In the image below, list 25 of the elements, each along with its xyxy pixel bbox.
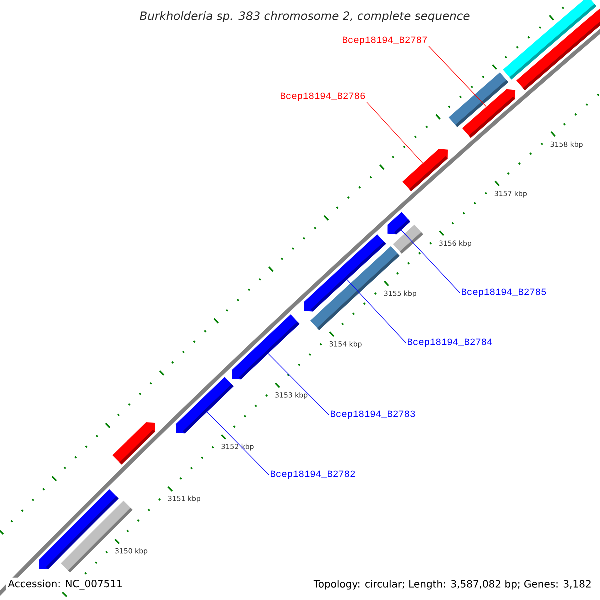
accession-label: Accession: NC_007511 (6, 578, 125, 592)
gene-block (112, 422, 156, 465)
gene-block (232, 314, 300, 380)
gene-label: Bcep18194_B2787 (343, 36, 427, 46)
gene-block (61, 500, 133, 573)
gene-block (462, 89, 516, 138)
gene-block (516, 6, 600, 91)
leader-line (347, 280, 406, 344)
gene-block (402, 149, 448, 192)
gene-block (388, 212, 411, 235)
gene-label: Bcep18194_B2786 (281, 92, 366, 102)
genome-info: Topology: circular; Length: 3,587,082 bp; Genes: 3,182 (312, 578, 594, 592)
gene-label: Bcep18194_B2785 (462, 288, 546, 298)
leader-line (401, 230, 460, 294)
leader-line (366, 102, 424, 164)
leader-line (207, 412, 270, 476)
gene-block (393, 224, 424, 254)
gene-block (176, 377, 234, 434)
leader-line (428, 46, 487, 108)
leader-line (268, 354, 330, 416)
title: Burkholderia sp. 383 chromosome 2, complete sequence (140, 11, 470, 23)
gene-label: Bcep18194_B2783 (331, 410, 416, 420)
gene-label: Bcep18194_B2782 (271, 470, 356, 480)
gene-block (310, 246, 400, 330)
gene-label: Bcep18194_B2784 (408, 338, 492, 348)
